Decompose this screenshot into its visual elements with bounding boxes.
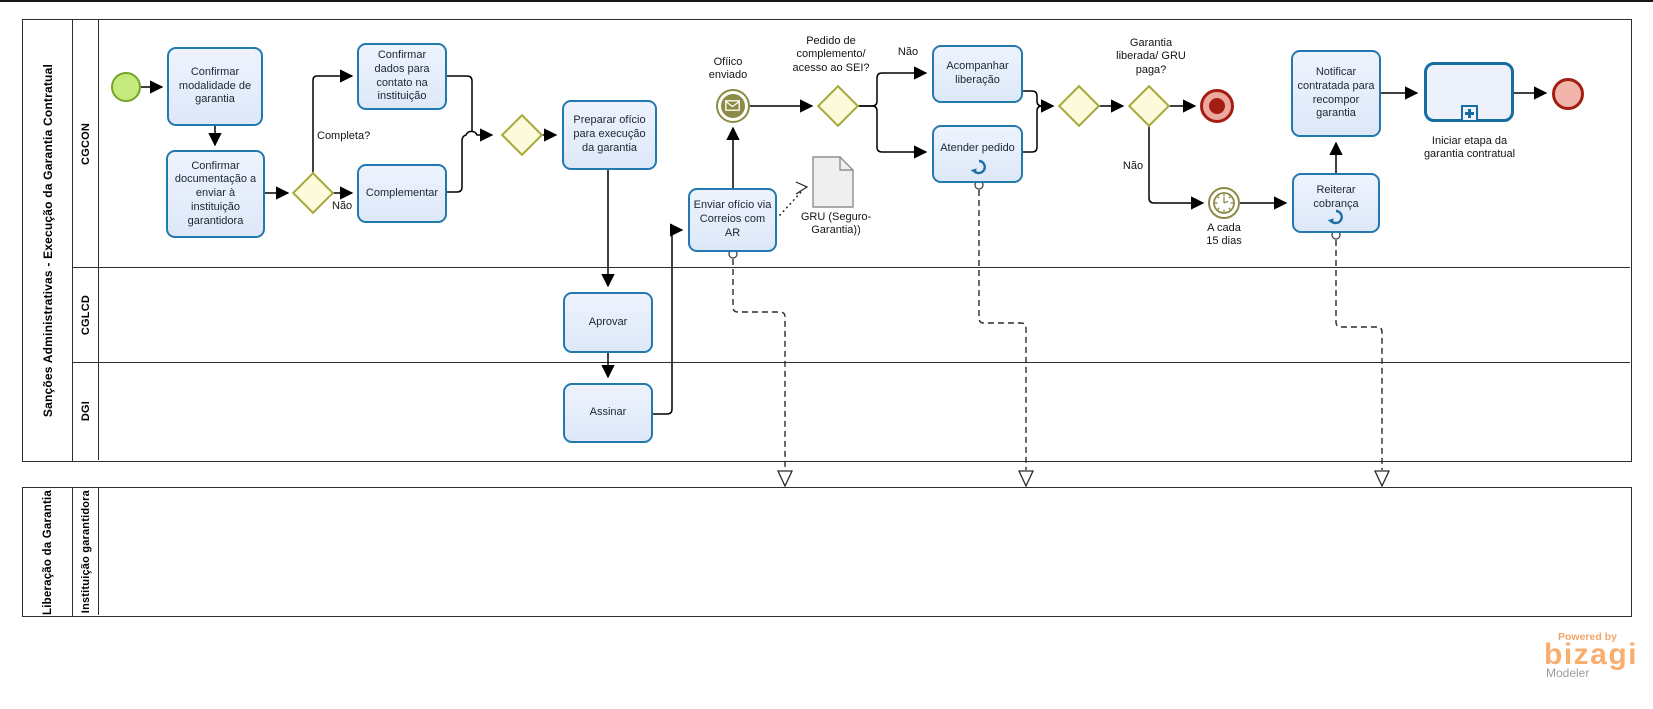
flow-assinar-to-enviar <box>653 223 684 415</box>
task-enviar-oficio[interactable]: Enviar ofício via Correios com AR <box>688 188 777 252</box>
message-flow-reiterar-cobranca <box>1335 240 1383 470</box>
task-label: Notificar contratada para recompor garan… <box>1297 66 1375 120</box>
lane-cglcd[interactable]: CGLCD <box>73 268 1630 363</box>
task-assinar[interactable]: Assinar <box>563 383 653 443</box>
pool1-title-cell[interactable]: Sanções Administrativas - Execução da Ga… <box>23 20 73 461</box>
label-a-cada-15-dias: A cada 15 dias <box>1206 222 1242 248</box>
terminate-end-event[interactable] <box>1200 89 1234 123</box>
window-top-edge <box>0 0 1653 2</box>
flow-gw-garantia-nao-to-timer <box>1148 126 1205 210</box>
lane-cgcon-name-cell[interactable]: CGCON <box>73 20 99 267</box>
loop-icon <box>970 159 986 175</box>
lane-cgcon[interactable]: CGCON <box>73 20 1630 268</box>
flow-gw-sei-nao-to-acompanhar <box>858 66 928 107</box>
task-label: Confirmar dados para contato na institui… <box>374 49 430 103</box>
label-nao-garantia: Não <box>1122 160 1144 172</box>
task-complementar[interactable]: Complementar <box>357 164 447 223</box>
label-oficio-enviado: Ofíico enviado <box>708 56 748 82</box>
task-label: Preparar ofício para execução da garanti… <box>573 114 646 154</box>
end-event[interactable] <box>1552 78 1584 110</box>
label-iniciar-etapa: Iniciar etapa da garantia contratual <box>1423 135 1516 161</box>
timer-event-15-dias[interactable] <box>1208 187 1240 219</box>
pool-liberacao-garantia[interactable]: Liberação da Garantia Instituição garant… <box>22 487 1632 617</box>
task-confirmar-modalidade[interactable]: Confirmar modalidade de garantia <box>167 47 263 126</box>
task-acompanhar-liberacao[interactable]: Acompanhar liberação <box>932 45 1023 103</box>
sequence-flows[interactable] <box>141 66 1548 415</box>
task-confirmar-dados[interactable]: Confirmar dados para contato na institui… <box>357 43 447 110</box>
label-nao-sei: Não <box>897 46 919 58</box>
bizagi-logo: bizagi <box>1544 638 1639 671</box>
lane-cglcd-name-cell[interactable]: CGLCD <box>73 268 99 362</box>
task-preparar-oficio[interactable]: Preparar ofício para execução da garanti… <box>562 100 657 170</box>
message-event-oficio-enviado[interactable] <box>716 89 750 123</box>
document-icon[interactable] <box>812 156 854 208</box>
lane-dgi-name-cell[interactable]: DGI <box>73 363 99 460</box>
pool2-title-cell[interactable]: Liberação da Garantia <box>23 488 73 616</box>
task-confirmar-documentacao[interactable]: Confirmar documentação a enviar à instit… <box>166 150 265 238</box>
task-label: Confirmar modalidade de garantia <box>178 65 252 106</box>
lane-instituicao-name-cell[interactable]: Instituição garantidora <box>73 488 99 615</box>
message-flow-arrowheads <box>776 470 1391 488</box>
clock-icon <box>1213 192 1235 214</box>
task-notificar-contratada[interactable]: Notificar contratada para recompor garan… <box>1291 50 1381 137</box>
task-label: Assinar <box>589 406 627 419</box>
task-label: Confirmar documentação a enviar à instit… <box>174 159 257 227</box>
powered-by-text: Powered by <box>1558 631 1617 643</box>
task-label: Acompanhar liberação <box>946 60 1009 86</box>
lane-dgi[interactable]: DGI <box>73 363 1630 460</box>
terminate-icon <box>1209 98 1225 114</box>
label-completa: Completa? <box>317 130 371 142</box>
plus-icon <box>1461 105 1478 122</box>
message-flow-enviar-oficio <box>732 259 786 470</box>
flow-complementar-to-merge <box>447 128 494 193</box>
start-event[interactable] <box>111 72 141 102</box>
task-label: Reiterar cobrança <box>1313 184 1359 210</box>
flow-gw-completa-to-dados <box>312 69 354 174</box>
flow-gw-sei-to-atender <box>858 105 928 159</box>
message-flow-atender-pedido <box>978 190 1027 470</box>
task-label: Aprovar <box>588 315 628 328</box>
label-garantia-liberada: Garantia liberada/ GRU paga? <box>1116 37 1186 76</box>
association-gru[interactable] <box>779 181 809 216</box>
label-gru: GRU (Seguro-Garantia)) <box>800 211 872 237</box>
loop-icon <box>1327 209 1343 225</box>
task-label: Atender pedido <box>940 142 1015 155</box>
lane-instituicao-garantidora[interactable]: Instituição garantidora <box>73 488 1630 615</box>
task-aprovar[interactable]: Aprovar <box>563 292 653 353</box>
flow-atender-to-merge2 <box>1023 99 1055 153</box>
envelope-icon <box>720 93 745 118</box>
message-anchor-circles <box>728 180 1341 259</box>
message-flows[interactable] <box>732 190 1383 470</box>
task-label: Enviar ofício via Correios com AR <box>693 199 772 239</box>
label-nao-completa: Não <box>332 200 353 212</box>
modeler-text: Modeler <box>1546 666 1590 680</box>
flow-dados-to-merge <box>447 75 473 132</box>
task-label: Complementar <box>365 186 439 199</box>
flow-acompanhar-to-merge2 <box>1023 90 1055 113</box>
label-pedido-sei: Pedido de complemento/ acesso ao SEI? <box>792 35 870 74</box>
